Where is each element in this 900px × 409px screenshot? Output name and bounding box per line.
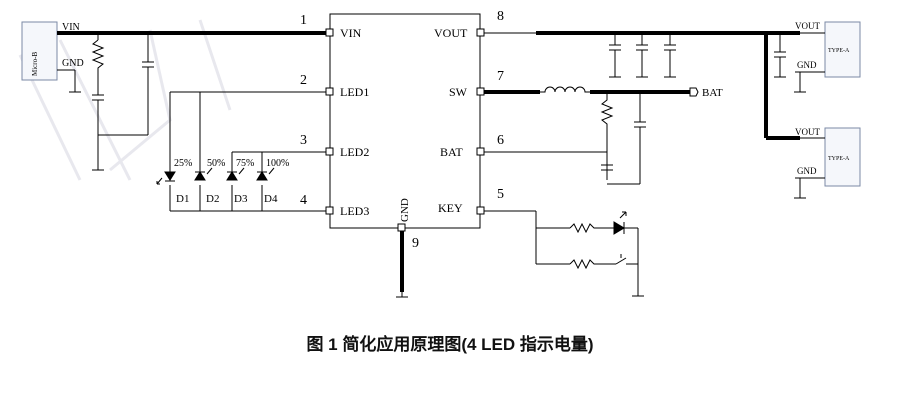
pin-2-number: 2 xyxy=(300,73,307,88)
ic-chip-body xyxy=(329,13,481,229)
type-a-connector-2 xyxy=(824,127,861,187)
pin-led2-label: LED2 xyxy=(340,145,369,159)
pin-7-number: 7 xyxy=(497,69,504,84)
pin-led1-label: LED1 xyxy=(340,85,369,99)
output-capacitors xyxy=(609,33,786,78)
pin-3-number: 3 xyxy=(300,133,307,148)
led-d2-symbol xyxy=(194,167,213,181)
pin-4-number: 4 xyxy=(300,193,307,208)
pin-8-number: 8 xyxy=(497,9,504,24)
micro-b-connector xyxy=(21,21,58,81)
out2-gnd-label: GND xyxy=(797,166,817,176)
pin-vout-label: VOUT xyxy=(434,26,468,40)
pin-9-number: 9 xyxy=(412,236,419,251)
key-indicator-led xyxy=(613,221,625,235)
input-gnd-label: GND xyxy=(62,58,84,69)
pin-key-label: KEY xyxy=(438,201,463,215)
input-resistor xyxy=(91,39,105,95)
pin-1-number: 1 xyxy=(300,13,307,28)
pin-bat-label: BAT xyxy=(440,145,463,159)
pin-6-number: 6 xyxy=(497,133,504,148)
pin-vin-label: VIN xyxy=(340,26,362,40)
feedback-resistor xyxy=(600,92,614,180)
micro-b-label: Micro-B xyxy=(31,52,39,76)
led-d3-percent: 75% xyxy=(236,158,254,169)
key-button-switch xyxy=(612,254,638,265)
watermark xyxy=(18,19,232,181)
pin-gnd-label: GND xyxy=(399,198,411,222)
pin-sw-label: SW xyxy=(449,85,468,99)
figure-caption: 图 1 简化应用原理图(4 LED 指示电量) xyxy=(306,335,594,354)
led-d4-symbol xyxy=(256,167,275,181)
inductor xyxy=(540,86,590,93)
led-d3-symbol xyxy=(226,167,245,181)
led-d2-percent: 50% xyxy=(207,158,225,169)
led-d3-name: D3 xyxy=(234,193,248,205)
type-a-connector-1 xyxy=(824,21,861,78)
led-d1-symbol xyxy=(156,171,176,185)
key-led-resistor xyxy=(569,222,614,234)
out1-type-label: TYPE-A xyxy=(828,48,850,54)
led-d1-percent: 25% xyxy=(174,158,192,169)
key-switch-resistor xyxy=(569,258,612,270)
out1-gnd-label: GND xyxy=(797,60,817,70)
led-d1-name: D1 xyxy=(176,193,189,205)
pin-markers xyxy=(325,28,485,232)
out2-type-label: TYPE-A xyxy=(828,156,850,162)
led-d2-name: D2 xyxy=(206,193,219,205)
out1-vout-label: VOUT xyxy=(795,21,820,31)
input-vin-label: VIN xyxy=(62,22,80,33)
pin-5-number: 5 xyxy=(497,187,504,202)
led-d4-percent: 100% xyxy=(266,158,289,169)
bat-terminal-label: BAT xyxy=(702,87,723,99)
pin-led3-label: LED3 xyxy=(340,204,369,218)
led-d4-name: D4 xyxy=(264,193,278,205)
out2-vout-label: VOUT xyxy=(795,127,820,137)
